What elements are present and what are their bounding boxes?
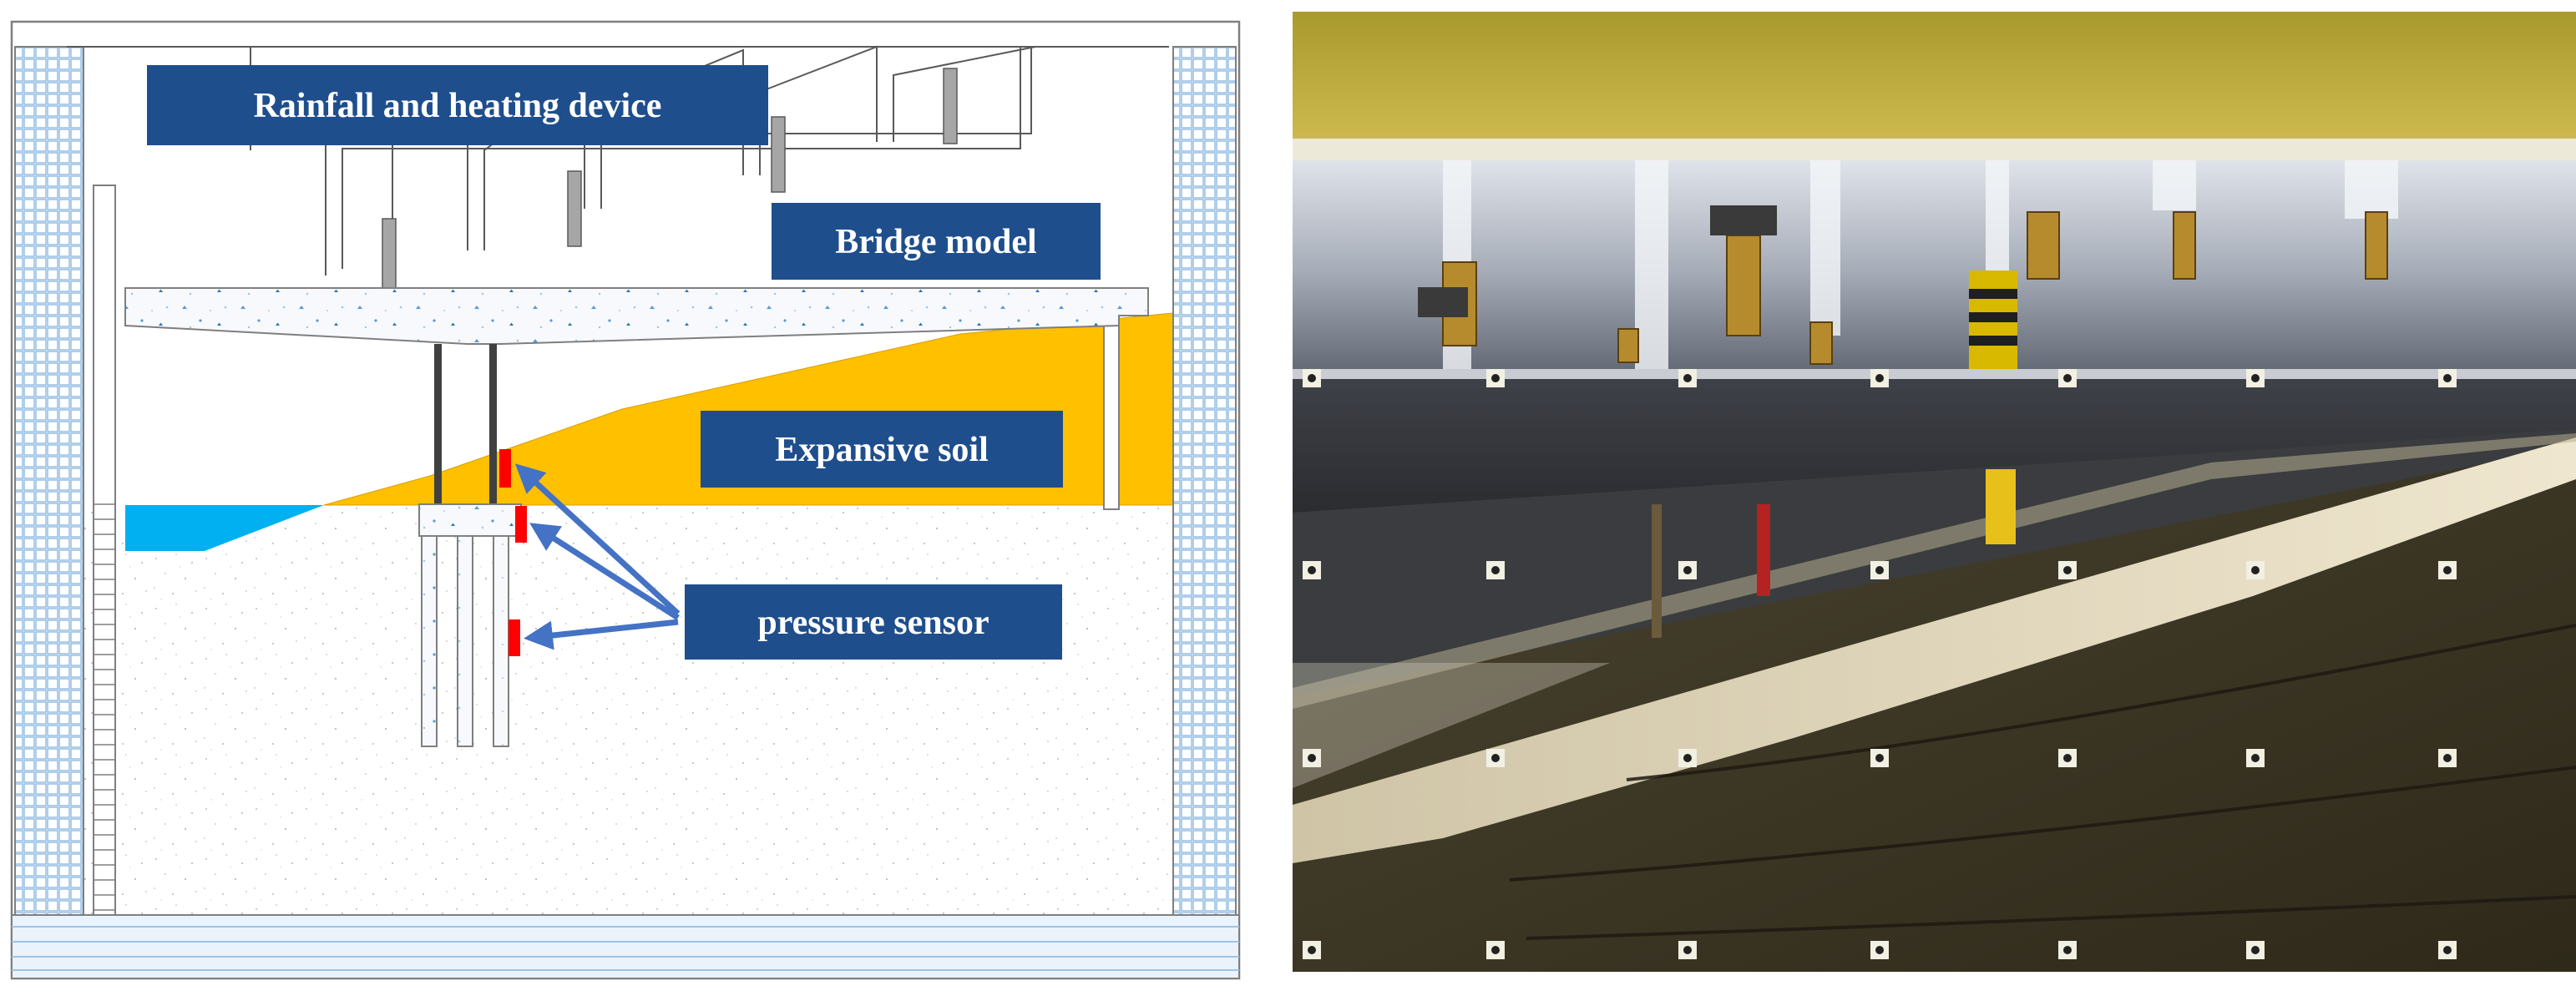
pressure-sensor-1: [499, 449, 511, 488]
test-photo: [1293, 12, 2576, 972]
sensor-arrows: [514, 463, 681, 650]
photo-sand-slope: [1293, 437, 2576, 863]
rainfall-label: Rainfall and heating device: [254, 87, 662, 125]
pile-1: [421, 535, 438, 747]
pier-left: [434, 344, 442, 504]
water-body: [125, 505, 324, 551]
pier-right: [489, 344, 497, 504]
soil-label-box: [701, 411, 1063, 488]
pile-2: [457, 535, 473, 747]
bridge-label-box: [772, 203, 1101, 280]
sensor-label-box: [685, 584, 1062, 660]
left-wall: [14, 46, 84, 916]
pile-cap: [418, 503, 522, 537]
soil-label: Expansive soil: [775, 431, 989, 469]
ladder: [93, 185, 116, 916]
pressure-sensor-2: [515, 506, 527, 543]
pressure-sensor-3: [509, 619, 520, 656]
sensor-label: pressure sensor: [757, 604, 989, 642]
photo-marker-grid: [1303, 369, 2457, 959]
photo-top-band: [1293, 12, 2576, 139]
pile-3: [493, 535, 509, 747]
right-wall: [1172, 46, 1237, 916]
rainfall-label-box: [147, 65, 768, 145]
schematic-panel: Rainfall and heating device Bridge model…: [0, 0, 1253, 997]
bridge-deck: [124, 287, 1149, 345]
bridge-label: Bridge model: [835, 223, 1036, 261]
nozzles: [382, 68, 958, 295]
